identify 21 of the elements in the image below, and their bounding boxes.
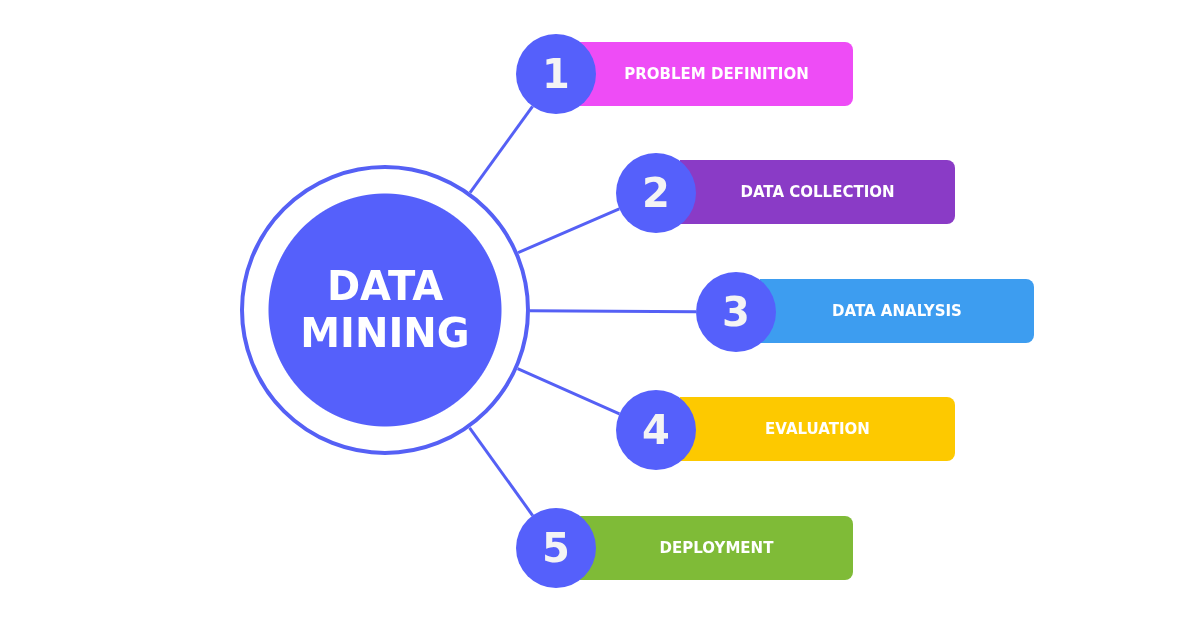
- step-label: DEPLOYMENT: [659, 539, 774, 557]
- step-bar: [580, 516, 853, 580]
- step-number: 2: [642, 173, 670, 213]
- step-bar: [580, 42, 853, 106]
- step-label: PROBLEM DEFINITION: [624, 65, 809, 83]
- step-bar: [680, 160, 955, 224]
- step-number: 5: [542, 528, 570, 568]
- step-label: DATA COLLECTION: [740, 183, 895, 201]
- step-label: EVALUATION: [765, 420, 870, 438]
- connector-line: [517, 207, 620, 254]
- center-title: DATA MINING: [299, 262, 471, 358]
- step-label: DATA ANALYSIS: [832, 302, 962, 320]
- step-number: 3: [722, 292, 750, 332]
- step-bar: [760, 279, 1034, 343]
- step-number: 1: [542, 54, 570, 94]
- connector-line: [468, 426, 534, 517]
- connector-line: [468, 105, 534, 194]
- connector-line: [530, 309, 696, 314]
- connector-line: [516, 367, 621, 416]
- step-number: 4: [642, 410, 670, 450]
- step-bar: [680, 397, 955, 461]
